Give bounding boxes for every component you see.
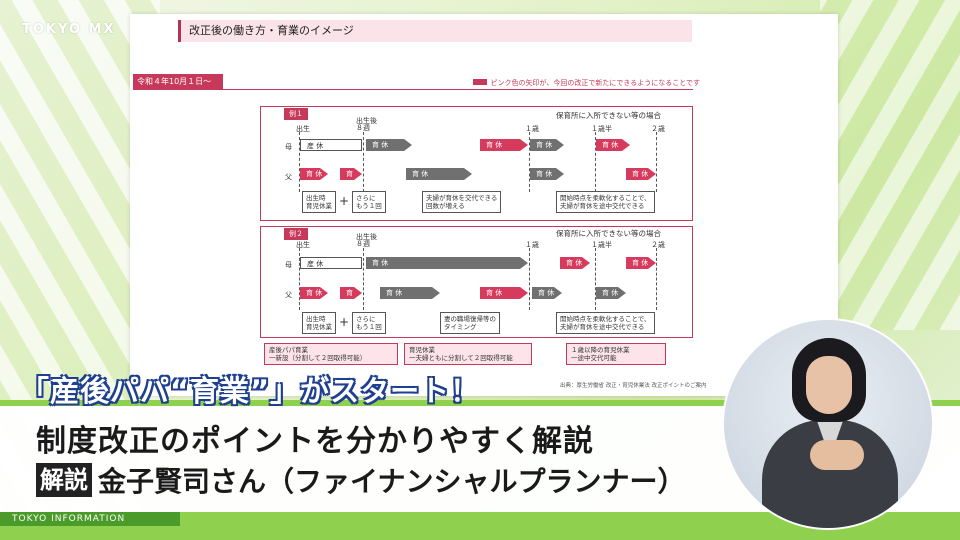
headline-caption: 「産後パパ“育業”」がスタート！ — [20, 374, 481, 408]
mother-label: 母 — [285, 143, 292, 151]
channel-logo: TOKYO MX — [22, 22, 116, 37]
source-note: 出典：厚生労働省 改正・育児休業法 改正ポイントのご案内 — [560, 383, 707, 389]
father2-leave-4: 育 休 — [480, 287, 528, 299]
mother-childcare-leave-2: 育 休 — [480, 139, 528, 151]
commentator-name: 金子賢司さん（ファイナンシャルプランナー） — [98, 465, 686, 498]
divider-age2 — [656, 132, 657, 192]
ex1-note-swap-count: 夫婦が育休を交代できる 回数が増える — [422, 191, 502, 213]
mother-label-2: 母 — [285, 261, 292, 269]
example-2-label: 例２ — [284, 228, 308, 240]
slide-title: 改正後の働き方・育業のイメージ — [178, 20, 692, 42]
nursery-label-2: 保育所に入所できない等の場合 — [556, 229, 661, 238]
age2-label: ２歳 — [651, 125, 665, 133]
plus-icon: + — [339, 194, 350, 208]
mother-maternity-leave: 産 休 — [300, 139, 362, 151]
date-tag: 令和４年10月１日〜 — [133, 74, 223, 90]
ex2-note-birth: 出生時 育児休業 — [302, 312, 336, 334]
divider-week8 — [363, 132, 364, 192]
nursery-label: 保育所に入所できない等の場合 — [556, 111, 661, 120]
divider-age15 — [595, 132, 596, 192]
father2-leave-6: 育 休 — [596, 287, 626, 299]
father2-leave-1: 育 休 — [300, 287, 328, 299]
age1-label: １歳 — [525, 125, 539, 133]
slide-legend: ピンク色の矢印が、今回の改正で新たにできるようになることです — [330, 78, 700, 88]
divider-birth — [299, 132, 300, 192]
ex2-note-return-timing: 妻の職場復帰等の タイミング — [440, 312, 500, 334]
legend-arrow-icon — [473, 79, 488, 85]
ex2-note-again: さらに もう１回 — [352, 312, 386, 334]
plus-icon-2: + — [339, 315, 350, 329]
father2-leave-5: 育 休 — [532, 287, 562, 299]
father-label-2: 父 — [285, 291, 292, 299]
father-leave-1: 育 休 — [300, 168, 328, 180]
birth-label-2: 出生 — [296, 241, 310, 249]
ex1-note-birth: 出生時 育児休業 — [302, 191, 336, 213]
father-leave-5: 育 休 — [626, 168, 656, 180]
note-childcare-leave: 育児休業 一夫婦ともに分割して２回取得可能 — [404, 343, 532, 365]
program-label: TOKYO INFORMATION — [0, 512, 180, 526]
mother2-maternity-leave: 産 休 — [300, 257, 362, 269]
mother2-childcare-leave-1: 育 休 — [366, 257, 528, 269]
divider2-age15 — [595, 248, 596, 310]
age2-label-2: ２歳 — [651, 241, 665, 249]
interpreter-hands — [810, 440, 864, 470]
divider2-age1 — [529, 248, 530, 310]
age15-label-2: １歳半 — [591, 241, 612, 249]
mother2-childcare-leave-3: 育 休 — [626, 257, 656, 269]
date-divider — [133, 89, 693, 90]
father-leave-3: 育 休 — [406, 168, 472, 180]
ex1-note-again: さらに もう１回 — [352, 191, 386, 213]
commentator-line: 解説 金子賢司さん（ファイナンシャルプランナー） — [36, 460, 685, 500]
divider2-age2 — [656, 248, 657, 310]
note-papa-leave: 産後パパ育業 一新設（分割して２回取得可能） — [264, 343, 398, 365]
age15-label: １歳半 — [591, 125, 612, 133]
divider2-week8 — [363, 248, 364, 310]
father2-leave-3: 育 休 — [380, 287, 440, 299]
legend-text: ピンク色の矢印が、今回の改正で新たにできるようになることです — [490, 79, 700, 87]
mother2-childcare-leave-2: 育 休 — [560, 257, 590, 269]
week8-label: 出生後 ８週 — [356, 117, 377, 132]
divider2-birth — [299, 248, 300, 310]
week8-label-2: 出生後 ８週 — [356, 233, 377, 248]
note-after-one-year: １歳以降の育児休業 一途中交代可能 — [566, 343, 666, 365]
mother-childcare-leave-4: 育 休 — [596, 139, 630, 151]
ex1-note-flexible-start: 開始時点を柔軟化することで、 夫婦が育休を途中交代できる — [556, 191, 655, 213]
mother-childcare-leave-3: 育 休 — [530, 139, 564, 151]
ex2-note-flexible-start: 開始時点を柔軟化することで、 夫婦が育休を途中交代できる — [556, 312, 655, 334]
example-1-label: 例１ — [284, 108, 308, 120]
father-leave-4: 育 休 — [530, 168, 564, 180]
age1-label-2: １歳 — [525, 241, 539, 249]
sign-language-interpreter-window — [722, 318, 934, 530]
divider-age1 — [529, 132, 530, 192]
birth-label: 出生 — [296, 125, 310, 133]
father-label: 父 — [285, 173, 292, 181]
mother-childcare-leave-1: 育 休 — [366, 139, 412, 151]
interpreter-face — [806, 356, 852, 414]
subtitle-line: 制度改正のポイントを分かりやすく解説 — [36, 424, 594, 459]
commentary-badge: 解説 — [36, 463, 92, 497]
